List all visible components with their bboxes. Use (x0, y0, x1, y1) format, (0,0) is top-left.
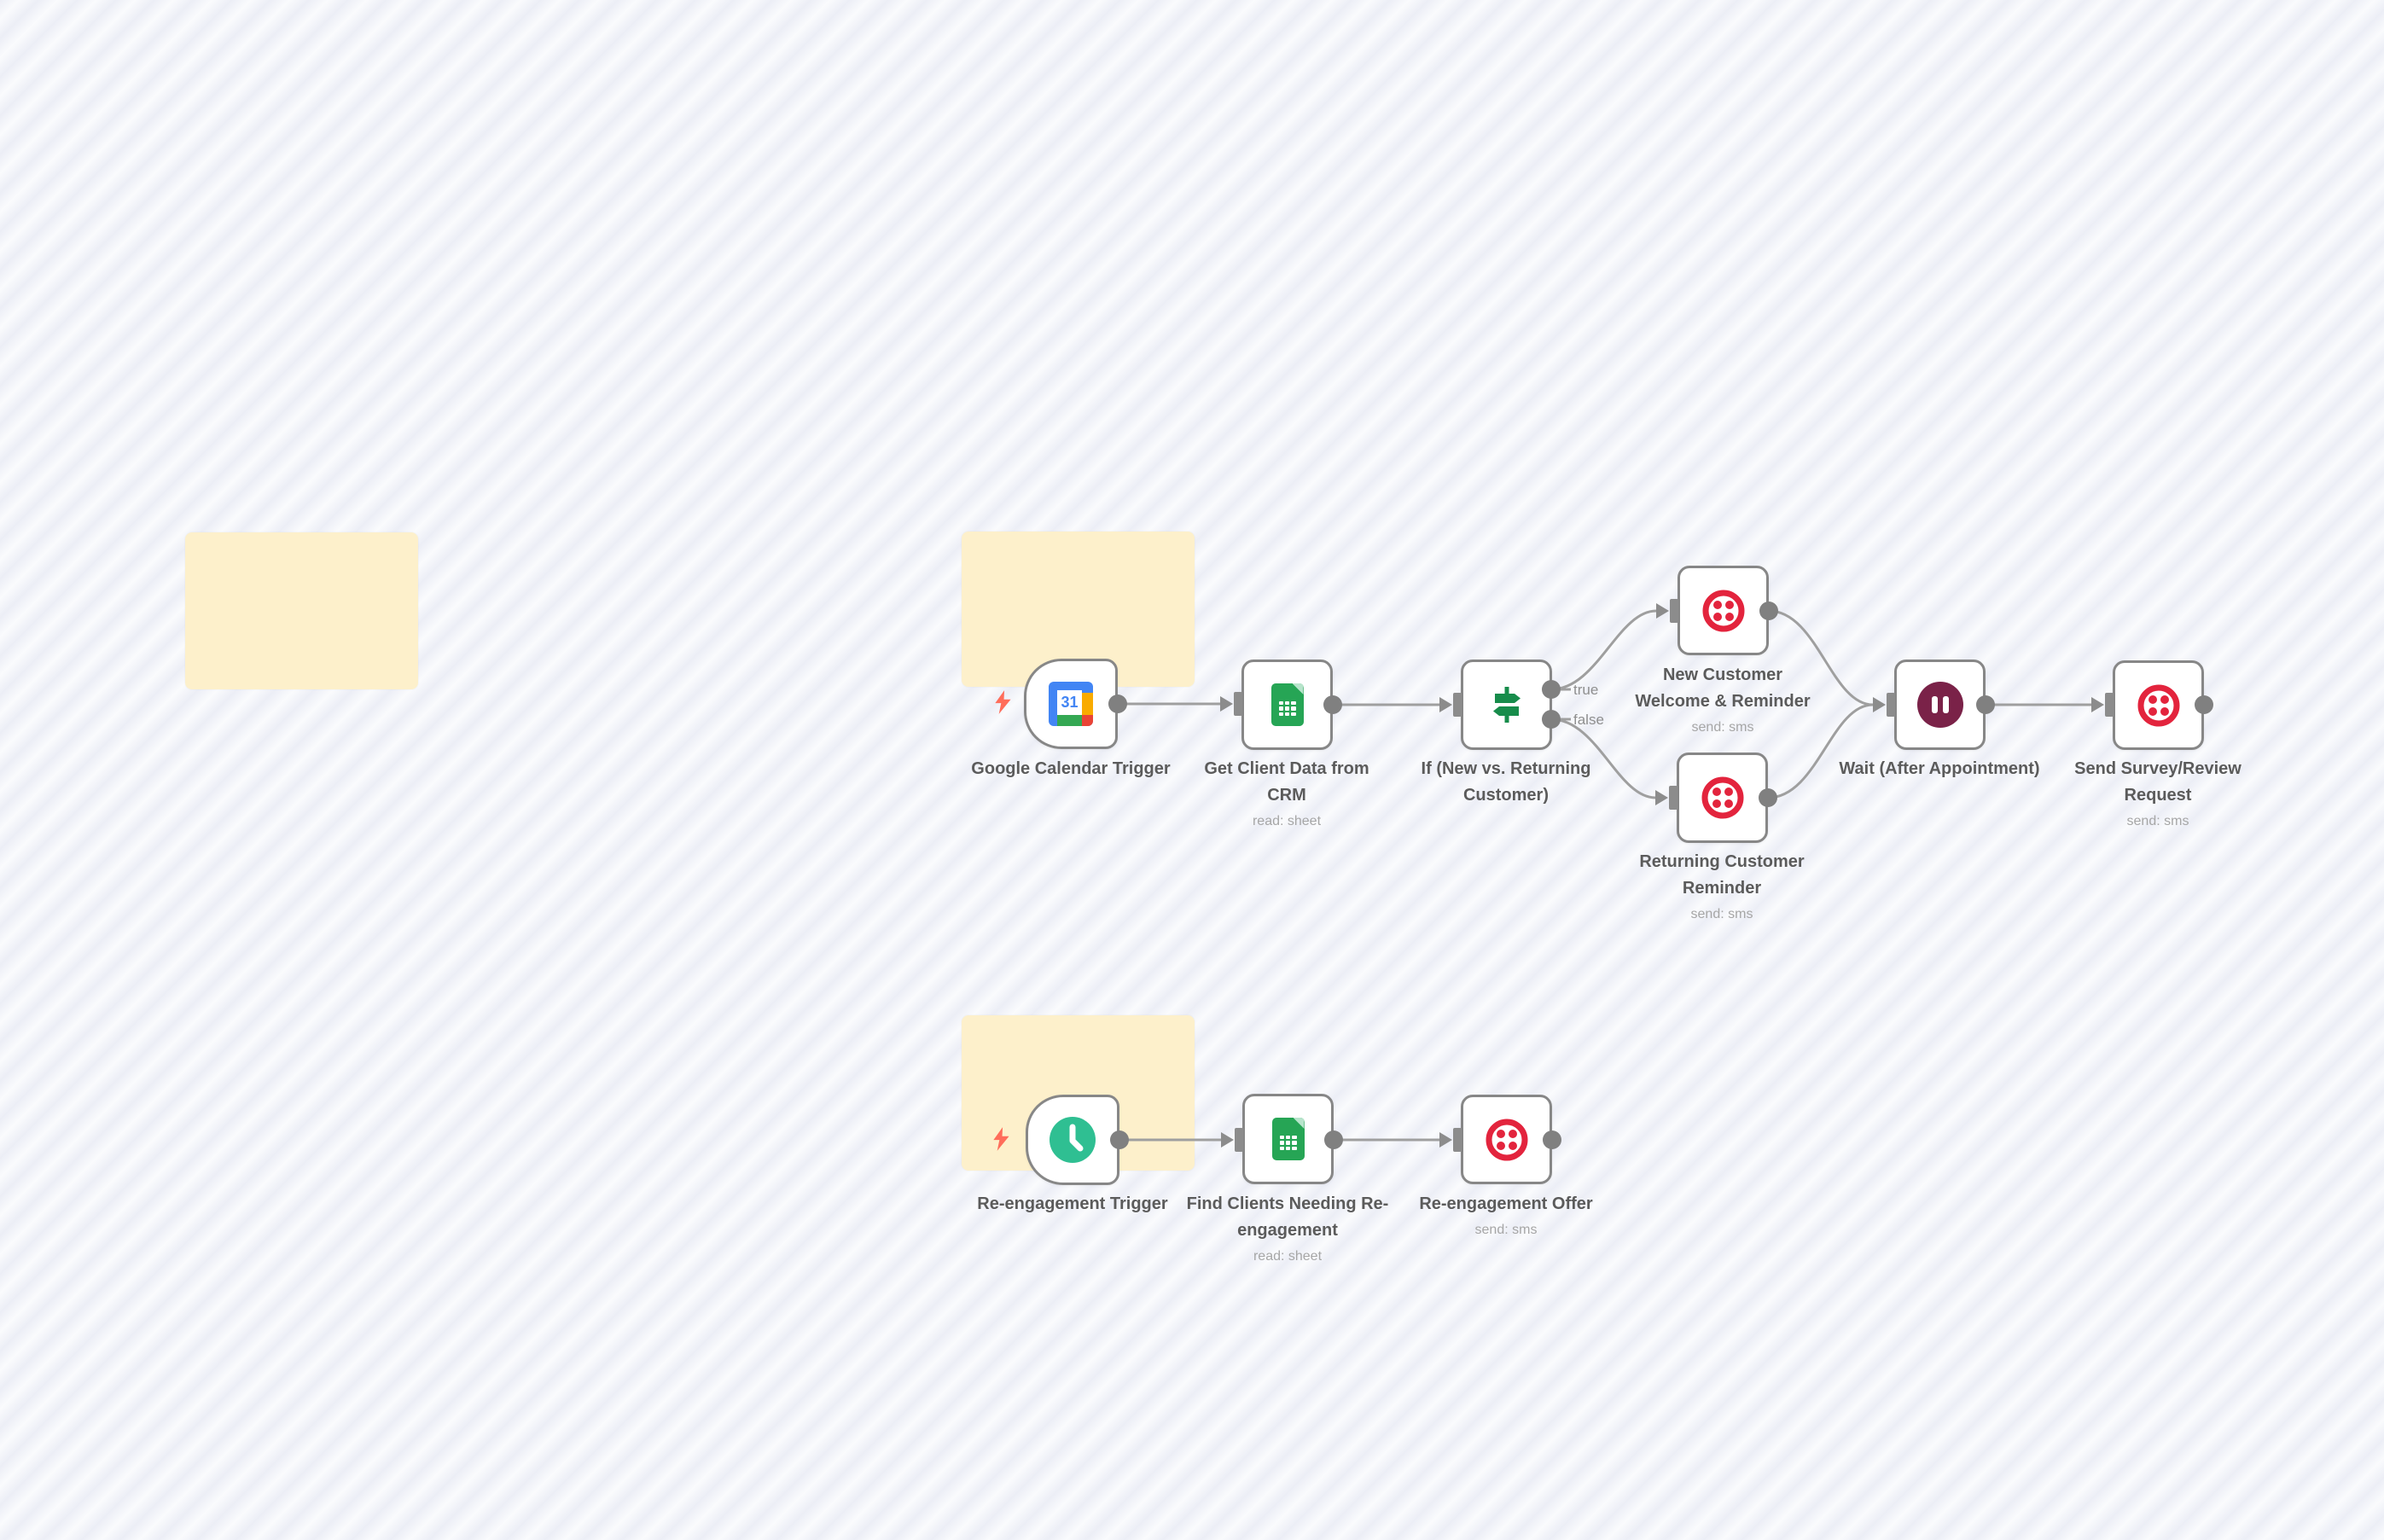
sticky-note[interactable] (185, 532, 418, 689)
lightning-icon (995, 690, 1011, 714)
google-calendar-icon: 31 (1049, 682, 1093, 726)
node-title: Wait (After Appointment) (1839, 759, 2040, 778)
clock-icon (1050, 1117, 1096, 1163)
node-title: Find Clients Needing Re-engagement (1186, 1194, 1389, 1240)
node-re-engagement-offer[interactable] (1461, 1095, 1552, 1184)
connection[interactable] (1768, 609, 1874, 706)
twilio-icon (2137, 684, 2179, 726)
node-subtitle: send: sms (1690, 907, 1753, 921)
signpost-icon (1492, 687, 1521, 723)
node-subtitle: send: sms (1691, 720, 1754, 735)
lightning-icon (993, 1127, 1009, 1151)
branch-label-true: true (1573, 682, 1598, 698)
output-port[interactable] (1108, 601, 2213, 1149)
node-title: Get Client Data from CRM (1204, 759, 1369, 805)
connection-false-branch[interactable] (1550, 718, 1656, 799)
twilio-icon (1702, 590, 1744, 631)
google-sheets-icon (1270, 683, 1304, 726)
node-subtitle: read: sheet (1253, 1249, 1323, 1264)
node-get-client-data[interactable] (1241, 660, 1333, 750)
node-subtitle: send: sms (1474, 1223, 1538, 1237)
node-returning-customer-reminder[interactable] (1677, 753, 1768, 843)
node-title: Re-engagement Trigger (977, 1194, 1168, 1213)
node-subtitle: send: sms (2126, 814, 2189, 828)
twilio-icon (1486, 1119, 1527, 1160)
node-title: Send Survey/Review Request (2074, 759, 2242, 805)
node-title: New Customer Welcome & Reminder (1635, 665, 1811, 711)
connection[interactable] (1767, 703, 1874, 799)
pause-icon (1916, 682, 1963, 728)
input-port[interactable] (1220, 599, 2114, 1152)
node-title: Returning Customer Reminder (1639, 852, 1805, 898)
node-title: If (New vs. Returning Customer) (1421, 759, 1591, 805)
node-new-customer-welcome[interactable] (1678, 566, 1769, 655)
node-subtitle: read: sheet (1252, 814, 1322, 828)
branch-label-false: false (1573, 712, 1604, 728)
google-sheets-icon (1271, 1118, 1305, 1160)
calendar-day: 31 (1061, 694, 1079, 711)
node-if-new-vs-returning[interactable] (1461, 660, 1552, 750)
connection-true-branch[interactable] (1550, 609, 1657, 691)
twilio-icon (1701, 776, 1743, 819)
node-title: Google Calendar Trigger (971, 759, 1171, 778)
node-title: Re-engagement Offer (1419, 1194, 1593, 1213)
node-send-survey-review[interactable] (2113, 660, 2204, 750)
